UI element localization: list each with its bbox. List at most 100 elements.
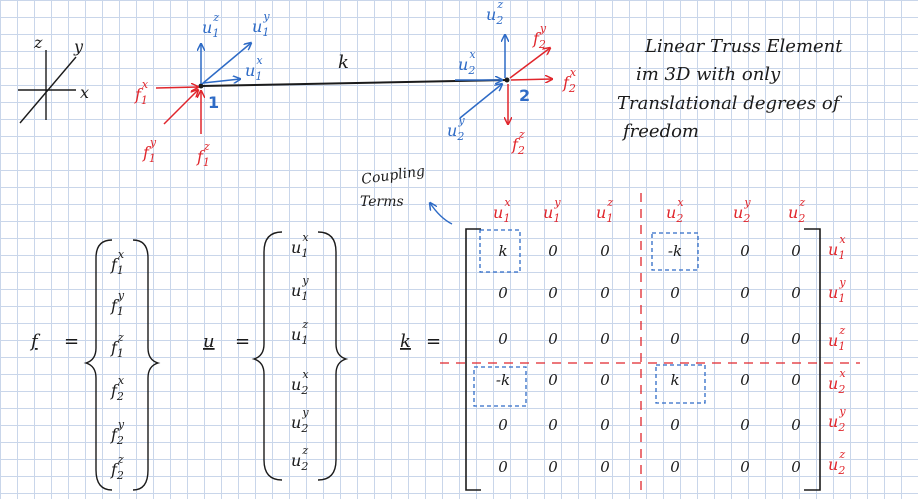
matrix-cell-1-2: 0 xyxy=(600,284,610,302)
f-right-brace xyxy=(132,239,161,491)
matrix-cell-4-2: 0 xyxy=(600,416,610,434)
vectors-u_entries-1-symbol: u1y xyxy=(291,274,309,303)
matrix-col_headers-2-symbol: u1z xyxy=(596,196,613,225)
u1y-arrow xyxy=(201,43,251,85)
matrix-cell-5-3: 0 xyxy=(670,458,680,476)
node-2-dot xyxy=(504,77,510,83)
bar-stiffness-label: k xyxy=(338,52,349,73)
f2x-label: f2x xyxy=(562,66,577,95)
coupling-terms-label: Coupling Terms xyxy=(360,163,426,210)
u-left-brace xyxy=(251,231,283,481)
matrix-cell-0-0: k xyxy=(498,242,507,260)
vectors-f_entries-5-symbol: f2z xyxy=(110,453,124,482)
u-equals: = xyxy=(235,331,250,352)
f2x-arrow xyxy=(510,79,552,80)
matrix-row_headers-2-symbol: u1z xyxy=(828,324,845,353)
vectors-f_entries-4-symbol: f2y xyxy=(110,418,125,447)
f2y-label: f2y xyxy=(532,22,547,51)
node-2-labels: u2z u2x u2y f2y f2x f2z xyxy=(447,0,577,157)
u2y-arrow xyxy=(459,84,502,119)
coordinate-axes xyxy=(18,50,77,124)
vectors-u_entries-0-symbol: u1x xyxy=(291,231,309,260)
matrix-cell-4-4: 0 xyxy=(740,416,750,434)
vectors-u_entries-4-symbol: u2y xyxy=(291,406,309,435)
node-2-forces xyxy=(508,48,552,124)
u1x-label: u1x xyxy=(245,54,263,83)
highlight-k11 xyxy=(479,229,521,273)
matrix-col_headers-4-symbol: u2y xyxy=(733,196,751,225)
vectors-u_entries-5-symbol: u2z xyxy=(291,444,308,473)
matrix-cell-5-5: 0 xyxy=(791,458,801,476)
matrix-row_headers-3-symbol: u2x xyxy=(828,367,846,396)
matrix-col_headers-5-symbol: u2z xyxy=(788,196,805,225)
vectors-f_entries-2-symbol: f1z xyxy=(110,331,124,360)
k-matrix-symbol: k xyxy=(400,331,411,352)
vectors-u_entries-2-symbol: u1z xyxy=(291,318,308,347)
f-vector-symbol: f xyxy=(29,331,41,352)
matrix-row_headers-4-symbol: u2y xyxy=(828,405,846,434)
truss-bar xyxy=(200,79,508,87)
matrix-col_headers-0-symbol: u1x xyxy=(493,196,511,225)
matrix-cell-5-0: 0 xyxy=(498,458,508,476)
matrix-cell-3-4: 0 xyxy=(740,371,750,389)
vectors-f_entries-3-symbol: f2x xyxy=(110,374,125,403)
title-line-3: Translational degrees of xyxy=(617,93,843,114)
vectors-u_entries-3-symbol: u2x xyxy=(291,368,309,397)
u-right-brace xyxy=(317,231,349,481)
matrix-row_headers-0-symbol: u1x xyxy=(828,233,846,262)
f1y-label: f1y xyxy=(142,136,157,165)
matrix-cell-3-0: -k xyxy=(496,371,510,389)
matrix-cell-1-1: 0 xyxy=(548,284,558,302)
node-2-label: 2 xyxy=(519,86,530,105)
u-vector-symbol: u xyxy=(203,331,215,352)
matrix-cell-3-5: 0 xyxy=(791,371,801,389)
matrix-cell-4-0: 0 xyxy=(498,416,508,434)
matrix-cell-2-2: 0 xyxy=(600,330,610,348)
axis-label-x: x xyxy=(80,83,89,102)
u-vector-entries: u1x u1y u1z u2x u2y u2z xyxy=(291,231,309,473)
matrix-cell-5-1: 0 xyxy=(548,458,558,476)
matrix-cell-1-5: 0 xyxy=(791,284,801,302)
matrix-col_headers-3-symbol: u2x xyxy=(666,196,684,225)
matrix-cell-2-5: 0 xyxy=(791,330,801,348)
axis-label-z: z xyxy=(33,33,43,52)
matrix-cell-1-4: 0 xyxy=(740,284,750,302)
matrix-cell-2-0: 0 xyxy=(498,330,508,348)
u2y-label: u2y xyxy=(447,114,465,143)
u2x-label: u2x xyxy=(458,48,476,77)
matrix-cell-3-3: k xyxy=(670,371,679,389)
title-line-2: im 3D with only xyxy=(636,64,781,85)
matrix-cell-2-1: 0 xyxy=(548,330,558,348)
f1x-label: f1x xyxy=(134,78,149,107)
y-axis-line xyxy=(19,56,77,124)
vectors-f_entries-0-symbol: f1x xyxy=(110,248,125,277)
coupling-pointer-arrow xyxy=(430,203,453,225)
node-1-dot xyxy=(198,83,204,89)
f2z-label: f2z xyxy=(511,128,525,157)
f1y-arrow xyxy=(163,90,198,125)
matrix-cell-3-1: 0 xyxy=(548,371,558,389)
matrix-cell-2-4: 0 xyxy=(740,330,750,348)
axis-label-y: y xyxy=(73,37,84,56)
node-1-forces xyxy=(155,87,201,134)
f-left-brace xyxy=(83,239,113,491)
matrix-cell-4-5: 0 xyxy=(791,416,801,434)
title-line-4: freedom xyxy=(621,121,699,142)
matrix-cell-0-5: 0 xyxy=(791,242,801,260)
matrix-cell-2-3: 0 xyxy=(670,330,680,348)
highlight-k44 xyxy=(655,364,706,404)
highlight-k41 xyxy=(473,366,527,407)
node-1-displacements xyxy=(201,43,251,85)
matrix-cell-1-0: 0 xyxy=(498,284,508,302)
coupling-line-1: Coupling xyxy=(360,163,426,188)
matrix-cell-3-2: 0 xyxy=(600,371,610,389)
matrix-cell-0-1: 0 xyxy=(548,242,558,260)
k-left-bracket xyxy=(465,228,481,491)
k-right-bracket xyxy=(804,228,821,491)
matrix-cell-5-2: 0 xyxy=(600,458,610,476)
